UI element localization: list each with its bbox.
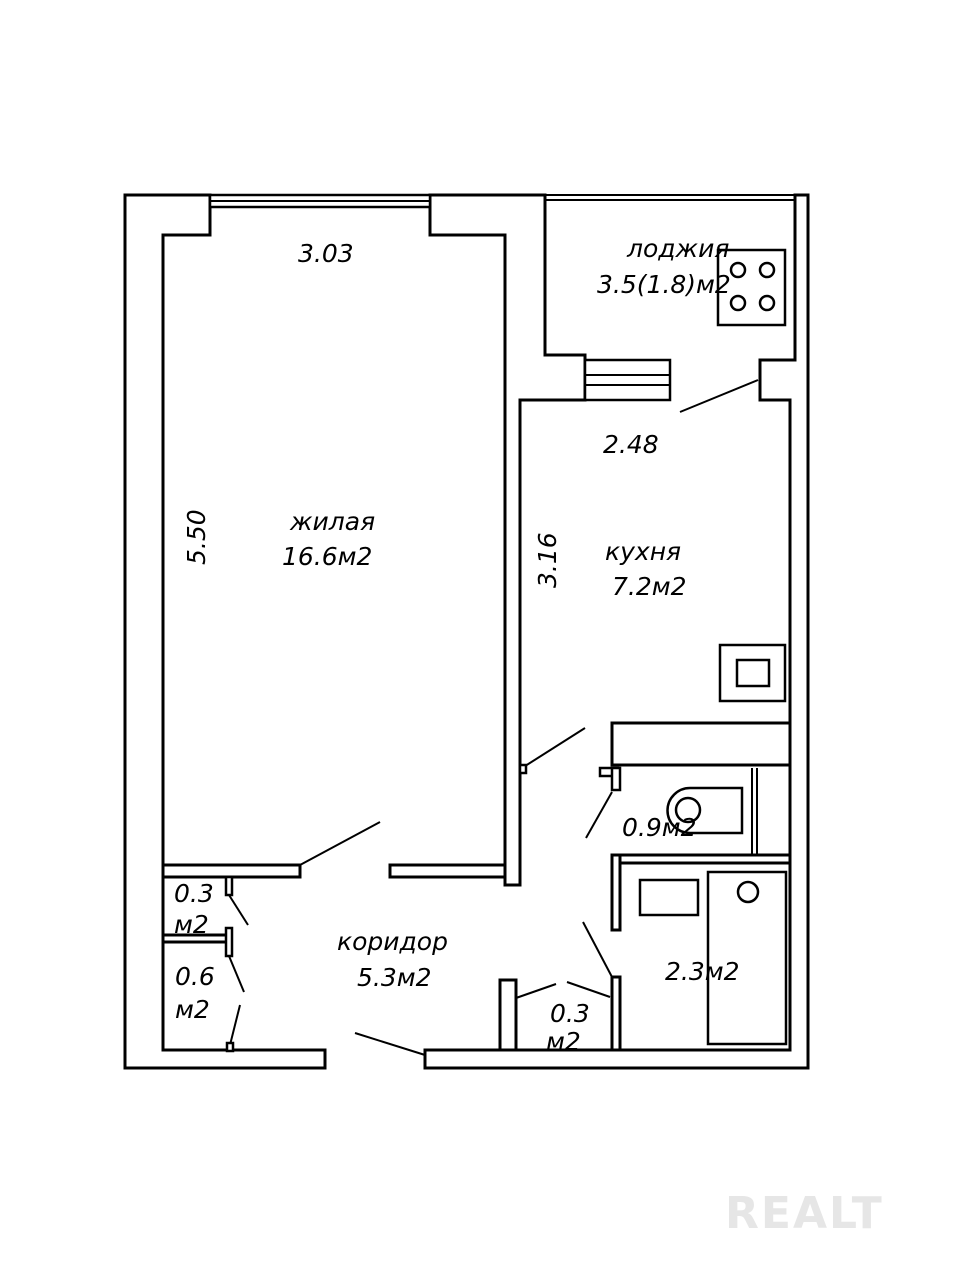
kitchen-length: 3.16	[533, 532, 562, 588]
closet3-right-wall	[610, 975, 622, 1052]
kitchen-name: кухня	[605, 537, 681, 566]
living-area: 16.6м2	[282, 542, 372, 571]
kitchen-sink-icon	[718, 643, 787, 703]
closet2-area: 0.6	[175, 962, 215, 991]
closet3-door-right	[566, 981, 611, 998]
washbasin-icon	[638, 878, 700, 917]
bathtub-icon	[706, 870, 788, 1046]
toilet-icon	[666, 786, 744, 835]
living-width: 3.03	[298, 239, 354, 268]
living-partition-left	[161, 863, 302, 879]
balcony-door	[583, 358, 672, 402]
corridor-area: 5.3м2	[357, 963, 432, 992]
closet2-unit: м2	[175, 995, 210, 1024]
bath-door-swing	[582, 921, 613, 978]
loggia-name: лоджия	[626, 234, 729, 263]
loggia-area: 3.5(1.8)м2	[597, 270, 731, 299]
loggia-front	[545, 194, 795, 201]
living-name: жилая	[289, 507, 375, 536]
wc-door-swing	[585, 791, 613, 839]
stove-icon	[716, 248, 787, 327]
closet3-door-left	[515, 983, 557, 999]
watermark-logo: REALT	[725, 1188, 884, 1239]
left-wall	[123, 193, 327, 1070]
closet-door-swing-3	[229, 1004, 241, 1046]
wc-door-jamb	[610, 766, 622, 792]
kitchen-area: 7.2м2	[612, 572, 687, 601]
door-hinge	[225, 1041, 235, 1053]
kitchen-entry-swing	[521, 727, 586, 769]
wc-area: 0.9м2	[622, 813, 697, 842]
living-door-swing	[299, 821, 381, 866]
top-middle-wall	[428, 193, 587, 887]
kitchen-width: 2.48	[603, 430, 659, 459]
closet-door-swing-1	[228, 894, 249, 926]
corridor-name: коридор	[337, 927, 448, 956]
closet3-area: 0.3	[550, 999, 590, 1028]
closet-door-post-2	[224, 926, 234, 958]
door-hinge	[518, 763, 528, 775]
bathroom-top-wall	[610, 721, 792, 767]
closet1-area: 0.3	[174, 879, 214, 908]
kitchen-door-swing	[679, 379, 759, 413]
bathroom-area: 2.3м2	[665, 957, 740, 986]
living-partition-right	[388, 863, 507, 879]
closet3-left-wall	[498, 978, 518, 1052]
bath-wall-left	[610, 853, 622, 932]
right-wall	[423, 193, 810, 1070]
entrance-door-swing	[354, 1032, 426, 1056]
closet3-unit: м2	[546, 1027, 581, 1056]
living-window	[208, 193, 432, 209]
closet-door-post-1	[224, 875, 234, 897]
closet1-unit: м2	[174, 910, 209, 939]
closet-door-swing-2	[228, 955, 245, 993]
living-length: 5.50	[182, 509, 211, 565]
wc-bath-partition	[610, 853, 792, 865]
